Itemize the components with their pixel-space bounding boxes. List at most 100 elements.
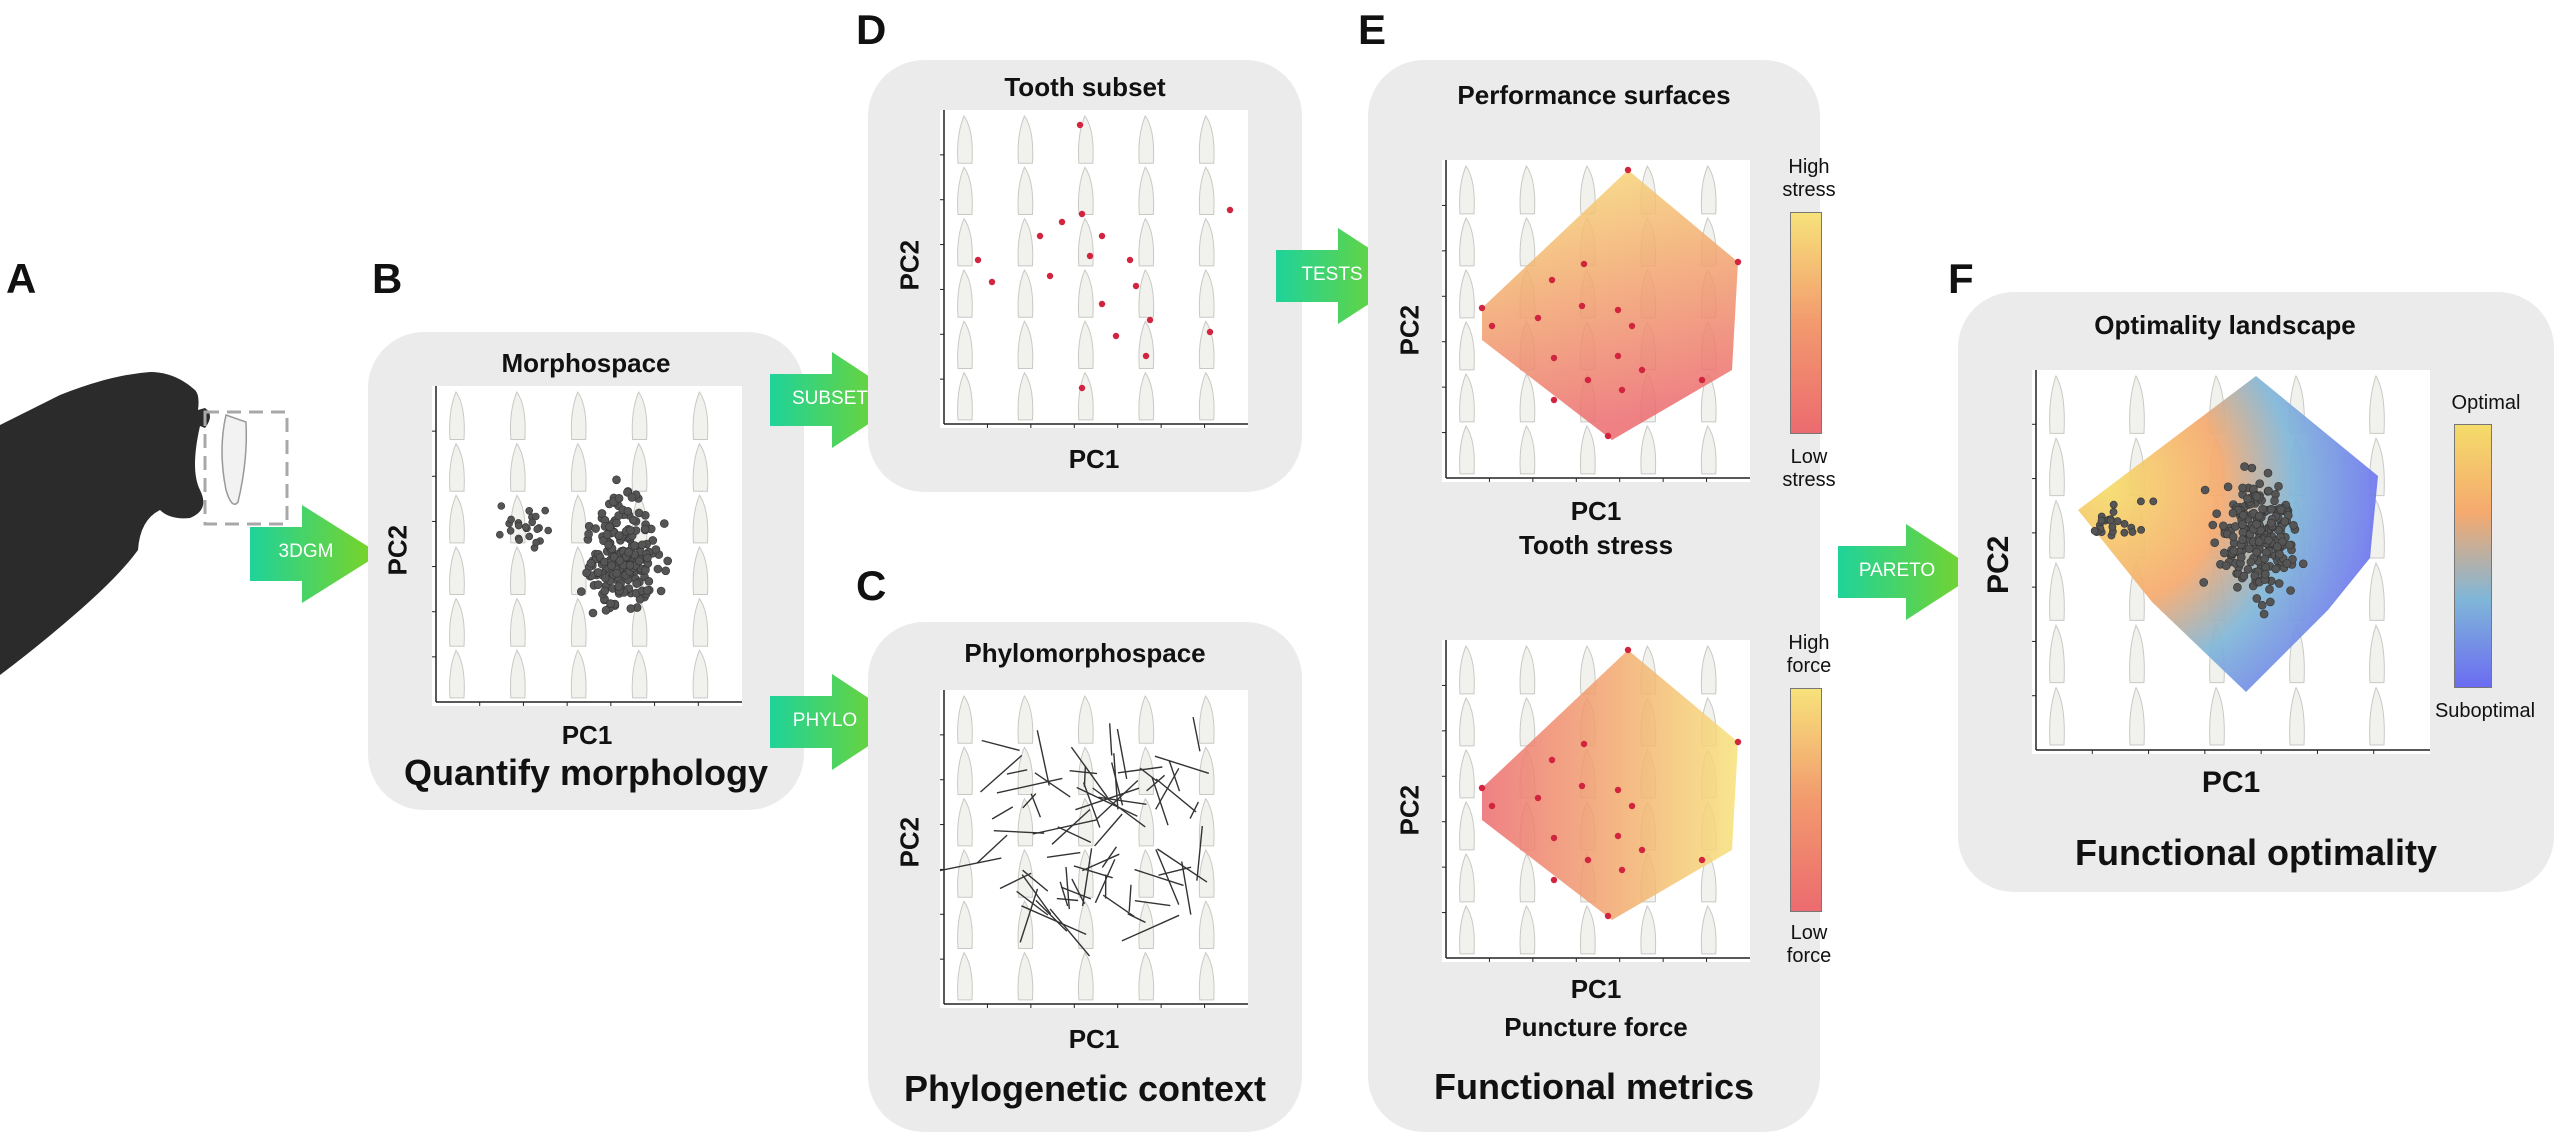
tooth-outline bbox=[1138, 797, 1155, 847]
morphospace-point bbox=[497, 502, 506, 510]
phylogeny-branch bbox=[1146, 774, 1166, 792]
phylogeny-branch bbox=[1168, 760, 1181, 792]
optimality-point bbox=[2120, 519, 2129, 528]
panel-c-title: Phylomorphospace bbox=[964, 638, 1206, 668]
panel-b-title: Morphospace bbox=[501, 348, 671, 378]
tooth-outline bbox=[2049, 437, 2065, 497]
tooth-outline bbox=[1017, 114, 1034, 164]
tooth-outline bbox=[692, 545, 709, 596]
surface-point bbox=[1580, 740, 1588, 748]
phylogeny-branch bbox=[1075, 787, 1140, 811]
tooth-outline bbox=[1017, 797, 1034, 847]
morphospace-point bbox=[591, 524, 600, 533]
phylogeny-branch bbox=[1057, 826, 1092, 844]
morphospace-point bbox=[584, 529, 593, 539]
optimality-point bbox=[2109, 508, 2118, 516]
surface-point bbox=[1614, 352, 1622, 360]
tooth-outline bbox=[1198, 900, 1215, 950]
subset-point bbox=[988, 278, 996, 286]
panel-b-caption: Quantify morphology bbox=[404, 752, 768, 793]
surface-point bbox=[1618, 866, 1626, 874]
panel-e-title: Performance surfaces bbox=[1457, 80, 1731, 110]
surface-point bbox=[1488, 322, 1496, 330]
tooth-outline bbox=[1077, 320, 1094, 370]
phylogeny-branch bbox=[1111, 762, 1124, 806]
morphospace-point bbox=[624, 548, 633, 557]
morphospace-point bbox=[593, 568, 603, 577]
optimality-point bbox=[2267, 504, 2276, 514]
arrow-tests-label: TESTS bbox=[1301, 264, 1363, 285]
optimality-point bbox=[2263, 468, 2273, 478]
phylogeny-branch bbox=[940, 857, 1002, 872]
phylogeny-branch bbox=[1019, 888, 1039, 943]
panel-e-bottom-ylabel: PC2 bbox=[1394, 784, 1425, 836]
tooth-outline bbox=[957, 166, 973, 216]
surface-point bbox=[1584, 856, 1592, 864]
phylogeny-branch bbox=[976, 834, 1008, 864]
morphospace-point bbox=[532, 538, 540, 547]
tooth-outline bbox=[1519, 424, 1536, 475]
optimality-point bbox=[2252, 492, 2262, 501]
morphospace-point bbox=[601, 573, 610, 583]
optimality-point bbox=[2282, 559, 2292, 568]
tooth-outline bbox=[2209, 686, 2225, 746]
tooth-outline bbox=[1459, 424, 1475, 475]
tooth-outline bbox=[957, 320, 973, 370]
morphospace-point bbox=[614, 531, 624, 540]
morphospace-point bbox=[626, 604, 636, 613]
tooth-outline bbox=[1077, 114, 1094, 164]
morphospace-point bbox=[593, 580, 603, 589]
optimality-point bbox=[2270, 496, 2279, 506]
tooth-outline bbox=[1138, 217, 1155, 267]
surface-point bbox=[1534, 314, 1542, 322]
surface-point bbox=[1628, 802, 1636, 810]
tooth-outline bbox=[1077, 694, 1094, 744]
phylogeny-branch bbox=[1065, 866, 1070, 910]
tooth-outline bbox=[1519, 696, 1536, 747]
tooth-outline bbox=[1017, 320, 1034, 370]
tooth-outline bbox=[692, 597, 709, 647]
panel-b-plot bbox=[432, 386, 742, 706]
tooth-outline bbox=[1138, 371, 1155, 421]
tooth-outline bbox=[1017, 166, 1034, 216]
tooth-outline bbox=[1519, 644, 1536, 695]
phylogeny-branch bbox=[1102, 894, 1135, 918]
surface-point bbox=[1550, 354, 1558, 362]
phylogeny-branch bbox=[1134, 868, 1184, 887]
morphospace-point bbox=[577, 587, 586, 596]
panel-c-caption: Phylogenetic context bbox=[903, 1068, 1267, 1109]
surface-point bbox=[1624, 166, 1632, 174]
morphospace-point bbox=[660, 519, 669, 528]
phylogeny-branch bbox=[1069, 770, 1098, 775]
tooth-outline bbox=[1198, 371, 1215, 421]
morphospace-point bbox=[626, 526, 635, 535]
arrow-3dgm: 3DGM bbox=[250, 505, 380, 603]
stress-colorbar bbox=[1790, 212, 1822, 434]
morphospace-point bbox=[625, 561, 635, 570]
tooth-outline bbox=[2369, 624, 2385, 684]
tooth-outline bbox=[570, 545, 587, 596]
morphospace-point bbox=[586, 558, 596, 568]
optimal-label: Optimal bbox=[2451, 392, 2521, 414]
optimality-point bbox=[2238, 520, 2247, 529]
tooth-outline bbox=[1700, 644, 1717, 695]
phylogeny-branch bbox=[993, 830, 1045, 834]
tooth-outline bbox=[1017, 746, 1034, 796]
morphospace-point bbox=[644, 577, 654, 586]
optimality-point bbox=[2289, 521, 2298, 530]
subset-point bbox=[1098, 300, 1106, 308]
optimality-point bbox=[2113, 517, 2122, 526]
panel-c-plot bbox=[940, 690, 1248, 1008]
panel-b-xlabel: PC1 bbox=[561, 720, 613, 750]
surface-point bbox=[1548, 276, 1556, 284]
morphospace-point bbox=[602, 530, 612, 539]
optimality-point bbox=[2252, 547, 2261, 557]
phylogeny-branch bbox=[1116, 728, 1128, 780]
morphospace-point bbox=[515, 536, 523, 544]
phylogeny-branch bbox=[1181, 861, 1192, 915]
phylogeny-branch bbox=[1030, 793, 1042, 818]
optimality-point bbox=[2120, 528, 2129, 537]
